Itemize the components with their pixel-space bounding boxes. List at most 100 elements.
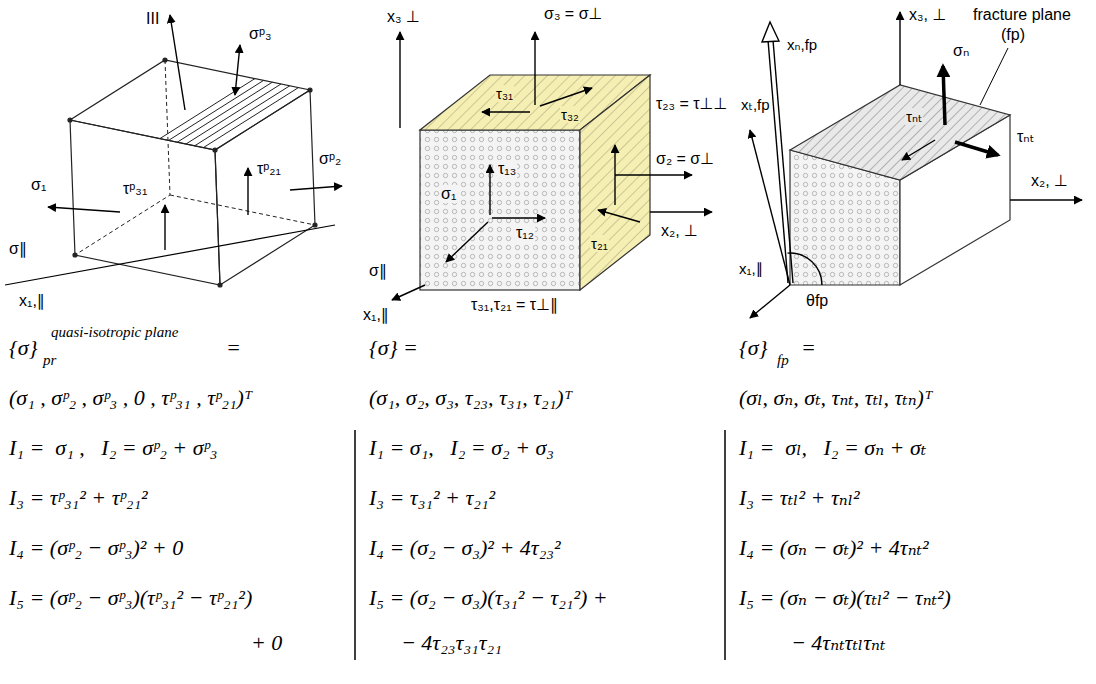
stress-label: σ₁	[30, 176, 47, 194]
principal-cube	[68, 58, 317, 287]
plane-label: (fp)	[1000, 26, 1026, 44]
material-cube	[580, 75, 650, 290]
formula: {σ} =	[368, 335, 419, 360]
principal-cube	[73, 253, 77, 257]
material-cube	[420, 75, 650, 290]
stress-arrow	[650, 211, 712, 212]
formula: I₁ = σ₁ , I₂ = σᵖ₂ + σᵖ₃	[8, 435, 218, 460]
stress-arrow	[482, 111, 530, 112]
formula: + 0	[250, 630, 283, 655]
stress-arrow	[902, 140, 935, 160]
stress-arrow	[540, 88, 592, 106]
stress-arrow	[446, 222, 488, 262]
fracture-block	[790, 85, 1010, 180]
formula: − 4τₙₜτₜₗτₙₜ	[790, 630, 886, 655]
column-separator	[355, 430, 725, 660]
angle-label: θfp	[805, 292, 829, 310]
stress-label: τ₃₂	[560, 106, 580, 123]
stress-arrow	[534, 32, 535, 105]
stress-arrow	[788, 253, 823, 285]
principal-cube	[313, 223, 317, 227]
stress-arrow	[750, 12, 1082, 318]
axis-label: x₂, ⊥	[1030, 172, 1069, 190]
stress-arrow	[943, 66, 945, 125]
formula: I₁ = σₗ, I₂ = σₙ + σₜ	[738, 435, 927, 460]
stress-arrow	[290, 186, 342, 190]
principal-cube	[70, 120, 220, 285]
formula: (σ₁ , σᵖ₂ , σᵖ₃ , 0 , τᵖ₃₁ , τᵖ₂₁)ᵀ	[8, 385, 253, 410]
formula: =	[225, 335, 242, 360]
formula: fp	[776, 352, 790, 369]
stress-label: σ₂ = σ⊥	[655, 150, 715, 168]
stress-label: τ₃₁,τ₂₁ = τ⊥∥	[470, 296, 559, 314]
axis-label: x₁,∥	[18, 292, 46, 310]
stress-arrow	[750, 285, 790, 318]
stress-arrow	[489, 165, 490, 215]
stress-label: τₙₜ	[1016, 128, 1035, 146]
principal-cube	[75, 60, 315, 255]
formula: quasi-isotropic plane	[50, 324, 179, 341]
formula: I₃ = τₜₗ² + τₙₗ²	[738, 485, 861, 510]
stress-arrow	[955, 142, 998, 155]
axis-label: σ∥	[368, 262, 388, 280]
stress-arrow	[170, 15, 185, 110]
formula: (σₗ, σₙ, σₜ, τₙₜ, τₜₗ, τₜₙ)ᵀ	[738, 385, 933, 410]
stress-label: τ₁₂	[515, 224, 535, 242]
formula: pr	[42, 352, 57, 369]
column-separator	[354, 430, 356, 660]
stress-label: σ₁	[440, 185, 457, 203]
axis-label: xₙ,fp	[786, 36, 818, 53]
axis-label: x₂, ⊥	[660, 222, 699, 240]
stress-label: τ₃₁	[495, 85, 514, 102]
stress-arrow	[598, 210, 640, 222]
axis-label: xₜ,fp	[740, 96, 771, 113]
principal-cube	[215, 90, 315, 285]
principal-cube	[163, 58, 167, 62]
stress-arrow	[768, 40, 788, 283]
stress-label: τ₂₃ = τ⊥⊥	[655, 95, 728, 113]
formula: (σ₁, σ₂, σ₃, τ₂₃, τ₃₁, τ₂₁)ᵀ	[368, 385, 573, 410]
stress-arrow	[48, 207, 120, 212]
formula: I₃ = τ₃₁² + τ₂₁²	[368, 485, 496, 510]
stress-label: τᵖ₃₁	[122, 180, 148, 198]
formula: I₁ = σ₁, I₂ = σ₂ + σ₃	[368, 435, 555, 460]
formula: {σ}	[738, 335, 768, 360]
stress-label: σᵖ₂	[318, 150, 342, 168]
stress-label: σ₃ = σ⊥	[543, 5, 603, 23]
formula: I₃ = τᵖ₃₁² + τᵖ₂₁²	[8, 485, 149, 510]
stress-arrow	[762, 22, 779, 42]
formula: {σ}	[8, 335, 38, 360]
stress-label: τᵖ₂₁	[256, 160, 282, 178]
stress-arrow	[5, 15, 342, 285]
stress-arrow	[399, 32, 400, 128]
axis-label: x₃ ⊥	[386, 8, 421, 26]
fracture-block	[790, 85, 1010, 285]
stress-label: τₙₜ	[905, 108, 923, 125]
material-cube	[420, 130, 580, 290]
formula: I₄ = (σᵖ₂ − σᵖ₃)² + 0	[8, 535, 184, 560]
stress-arrow	[615, 174, 692, 175]
plane-label: fracture plane	[972, 6, 1072, 24]
axis-label: x₁,∥	[362, 306, 390, 324]
stress-arrow	[980, 48, 1008, 105]
axis-label: x₁,∥	[738, 260, 764, 277]
formula: I₄ = (σ₂ − σ₃)² + 4τ₂₃²	[368, 535, 562, 560]
formula: I₅ = (σ₂ − σ₃)(τ₃₁² − τ₂₁²) +	[368, 585, 609, 610]
stress-arrow	[773, 40, 793, 283]
principal-cube	[213, 148, 217, 152]
axis-label: III	[145, 10, 160, 28]
principal-cube	[70, 60, 310, 150]
stress-arrow	[899, 12, 900, 85]
stress-label: σₙ	[952, 42, 970, 60]
formula: =	[800, 335, 817, 360]
stress-label: τ₁₃	[497, 160, 517, 178]
stress-arrow	[247, 168, 248, 215]
stress-label: σᵖ₃	[248, 25, 272, 43]
stress-arrow	[5, 225, 335, 285]
principal-cube	[218, 283, 222, 287]
formula: I₄ = (σₙ − σₜ)² + 4τₙₜ²	[738, 535, 930, 560]
formula: − 4τ₂₃τ₃₁τ₂₁	[400, 630, 503, 655]
stress-arrow	[235, 45, 240, 95]
